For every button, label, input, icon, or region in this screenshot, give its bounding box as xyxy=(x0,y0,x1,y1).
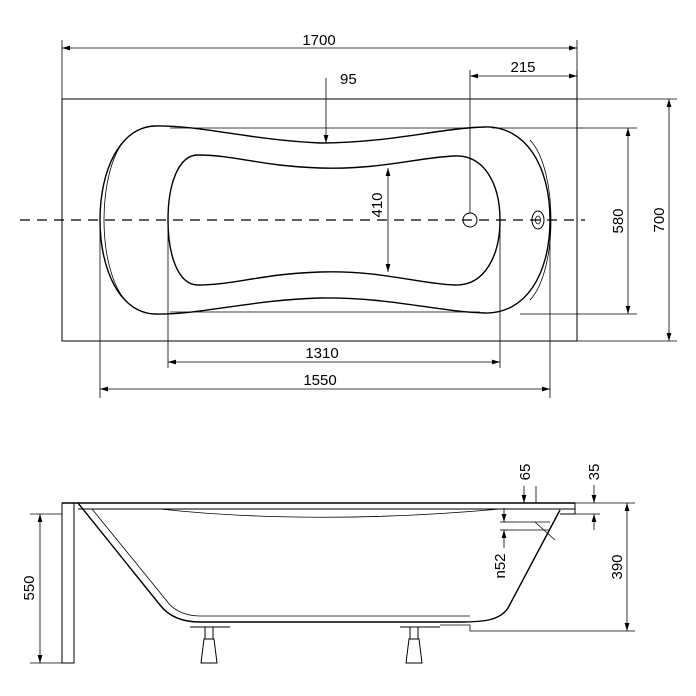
dim-overall-width: 700 xyxy=(651,207,668,232)
dim-inner-length: 1550 xyxy=(303,372,336,389)
dim-overflow-diameter: n52 xyxy=(492,553,509,578)
dim-tub-depth: 390 xyxy=(609,554,626,579)
support-foot-right xyxy=(400,626,440,664)
dim-total-height: 550 xyxy=(21,575,38,600)
dim-overall-length: 1700 xyxy=(302,32,335,49)
basin-outer-contour xyxy=(99,125,551,315)
side-view: 550 390 35 65 n52 xyxy=(21,464,635,664)
dim-rim-thickness: 35 xyxy=(586,464,603,481)
dim-bottom-width: 410 xyxy=(369,192,386,217)
top-view: 1700 700 580 215 95 xyxy=(20,32,677,398)
dim-drain-offset: 215 xyxy=(510,59,535,76)
overflow-hole xyxy=(531,210,545,230)
basin-bottom-contour xyxy=(167,154,501,286)
dim-inner-width: 580 xyxy=(610,208,627,233)
support-foot-left xyxy=(190,626,230,664)
tub-body-outline xyxy=(77,502,561,623)
dim-rim-offset: 95 xyxy=(340,71,357,88)
front-panel xyxy=(61,502,75,664)
dim-bottom-length: 1310 xyxy=(305,345,338,362)
dim-overflow-offset: 65 xyxy=(517,464,534,481)
